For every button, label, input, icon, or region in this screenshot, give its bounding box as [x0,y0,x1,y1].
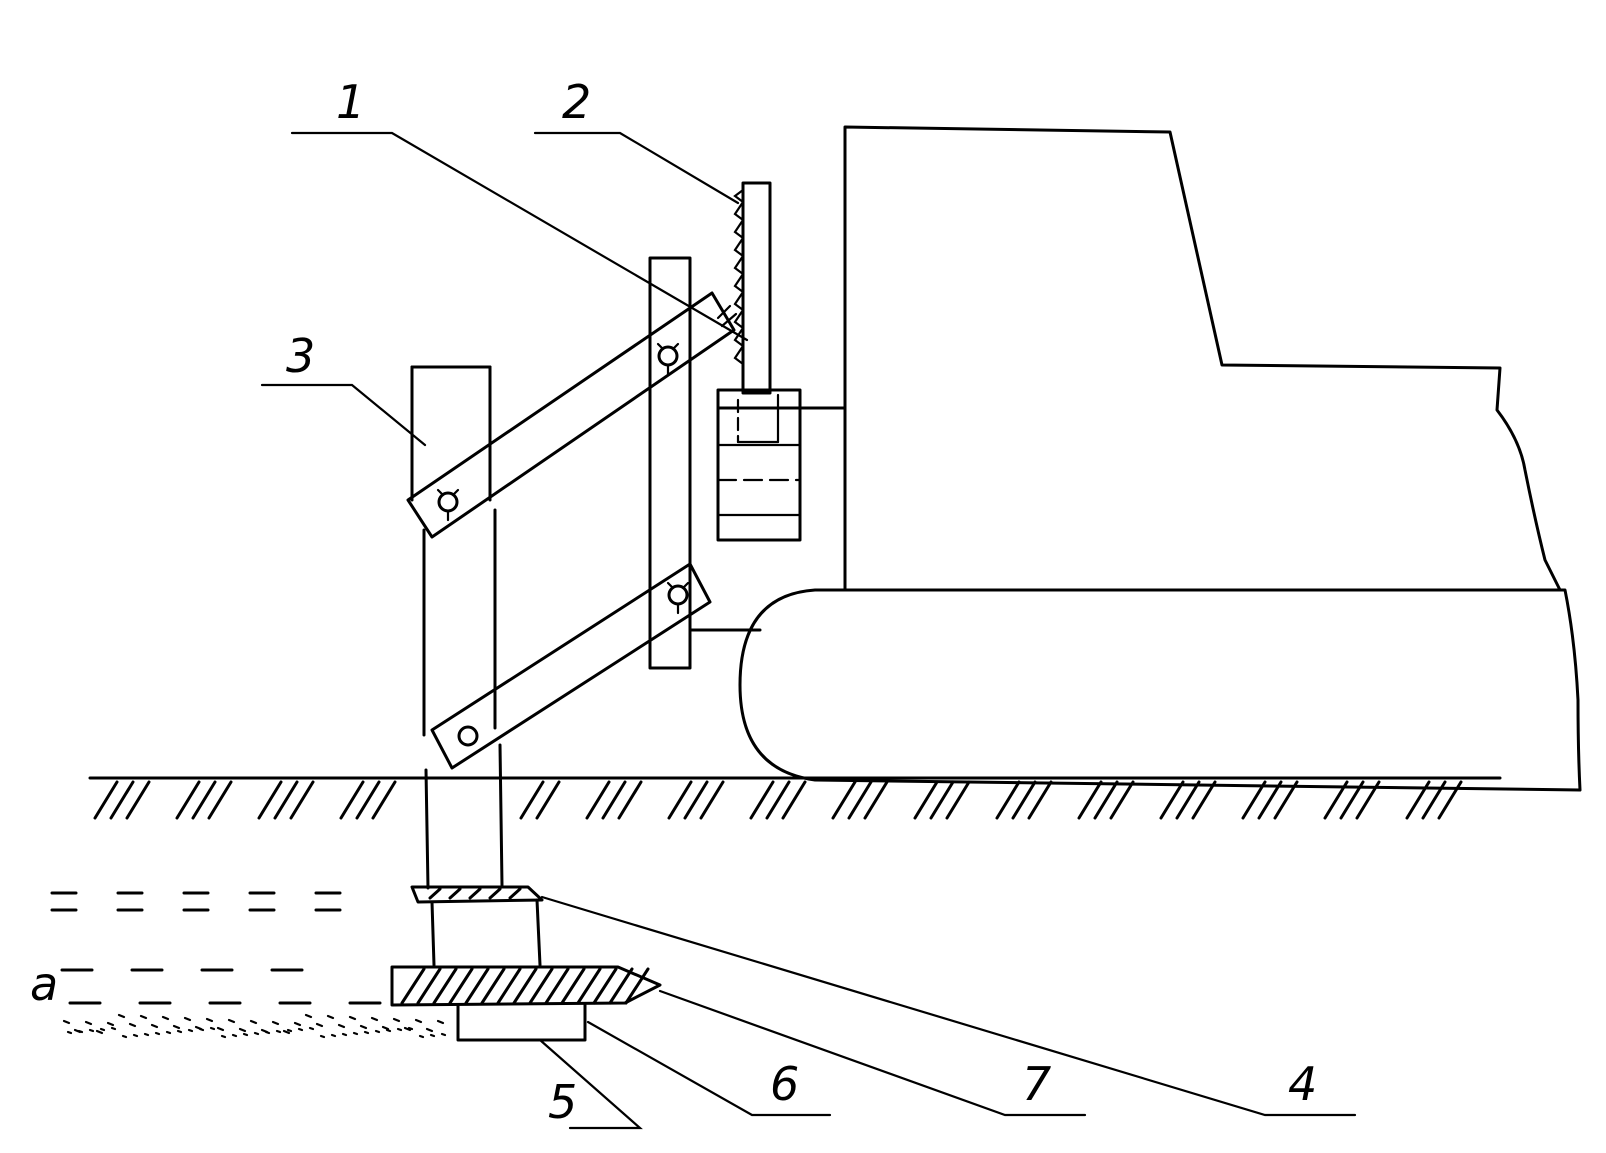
main-knife [390,965,662,1007]
pivot-icon [666,581,690,615]
label-beam: 1 [336,75,365,129]
pivot-icon [436,488,460,522]
label-post: 3 [286,329,315,383]
upper-knife [410,885,544,904]
layer-boundary-lower [60,968,447,1039]
label-sole: 5 [548,1075,577,1129]
crawler-track [738,588,1582,792]
ground-surface [88,776,1502,820]
pivot-icon [457,725,479,747]
label-rack: 2 [562,75,591,129]
depth-skid [456,1003,587,1042]
frame-post [648,256,762,670]
upper-beam [406,291,738,539]
label-depth-skid: 6 [770,1057,799,1111]
lower-beam [430,562,712,770]
label-layer: а [30,957,58,1011]
layer-boundary-upper [50,891,364,912]
toothed-rack [733,181,772,395]
leader-lines [260,131,1357,1130]
tractor-body [843,125,1562,592]
label-main-knife: 7 [1022,1057,1051,1111]
label-upper-knife: 4 [1288,1057,1317,1111]
pivot-icon [656,342,680,376]
hydraulic-cylinder [716,388,847,542]
working-post [410,365,542,967]
